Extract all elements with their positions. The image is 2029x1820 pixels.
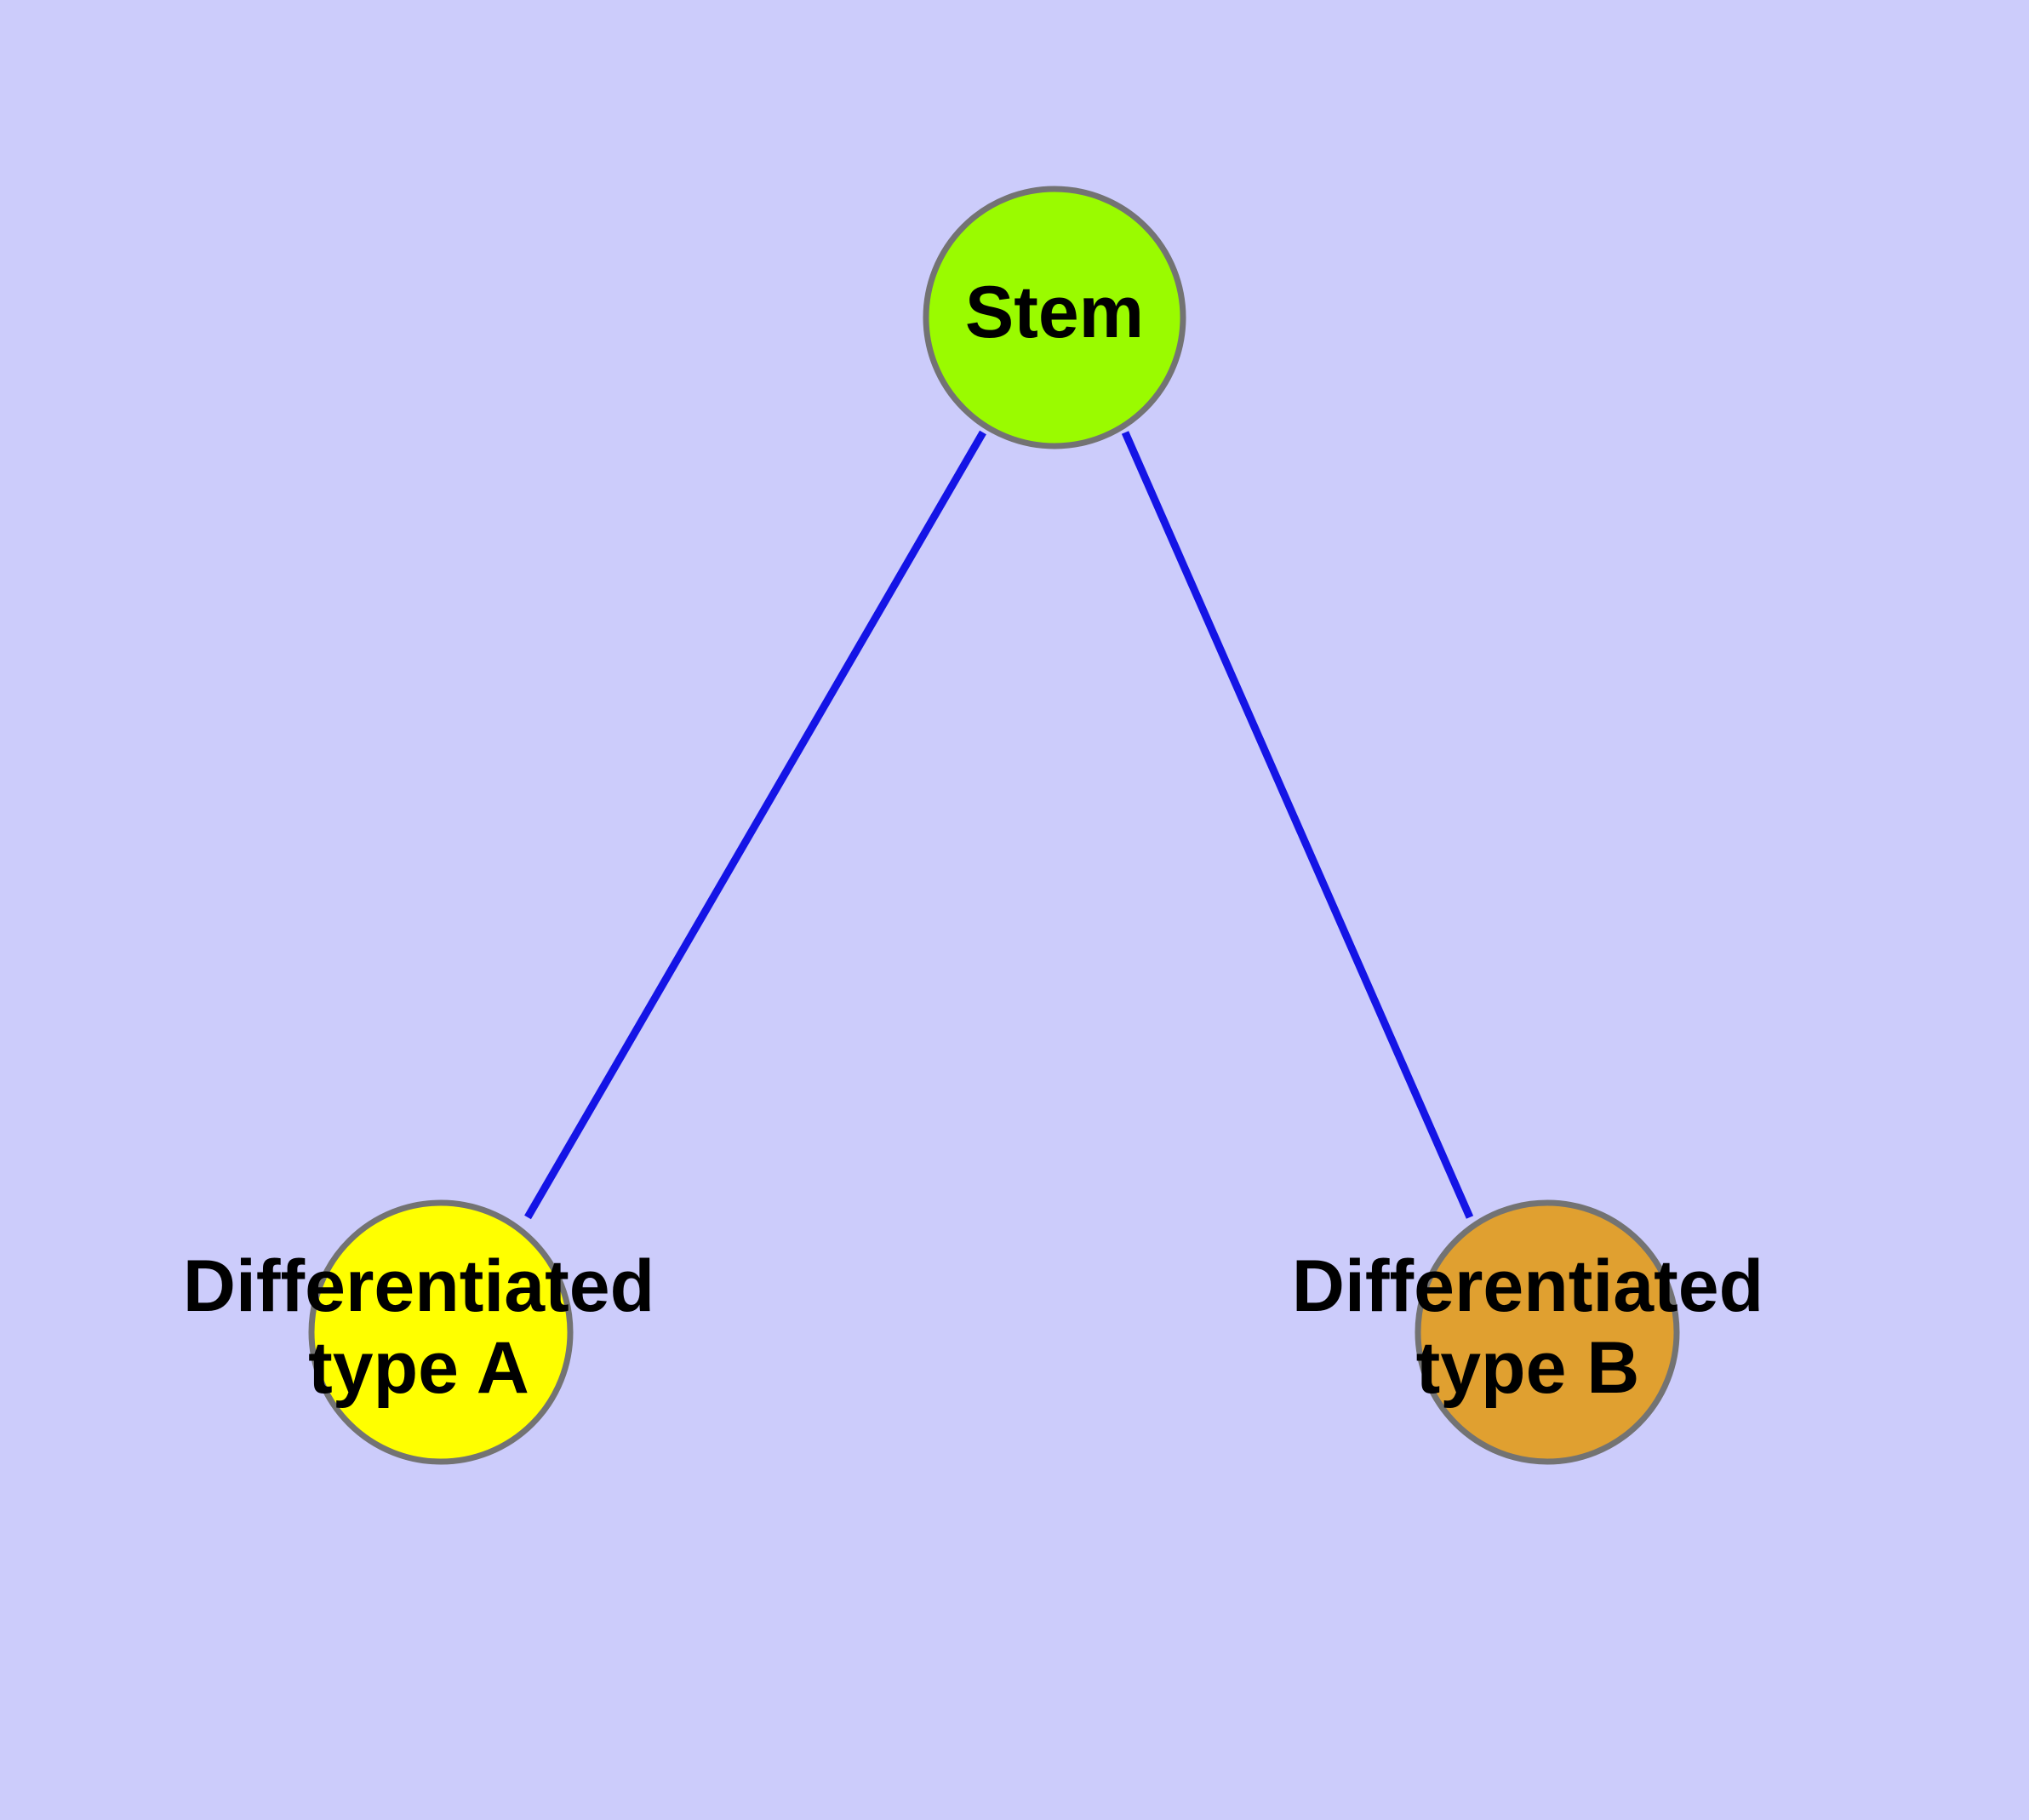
node-stem-label: Stem <box>965 272 1144 353</box>
node-stem[interactable]: Stem <box>923 186 1186 449</box>
edge-stem-to-differentiated-type-b[interactable] <box>1121 431 1474 1219</box>
edge-layer <box>524 430 1474 1220</box>
node-stem-circle[interactable] <box>923 186 1186 449</box>
node-differentiated-type-b-circle[interactable] <box>1415 1199 1680 1465</box>
edge-stem-to-differentiated-type-a[interactable] <box>524 430 986 1220</box>
node-differentiated-type-a-circle[interactable] <box>308 1199 574 1465</box>
